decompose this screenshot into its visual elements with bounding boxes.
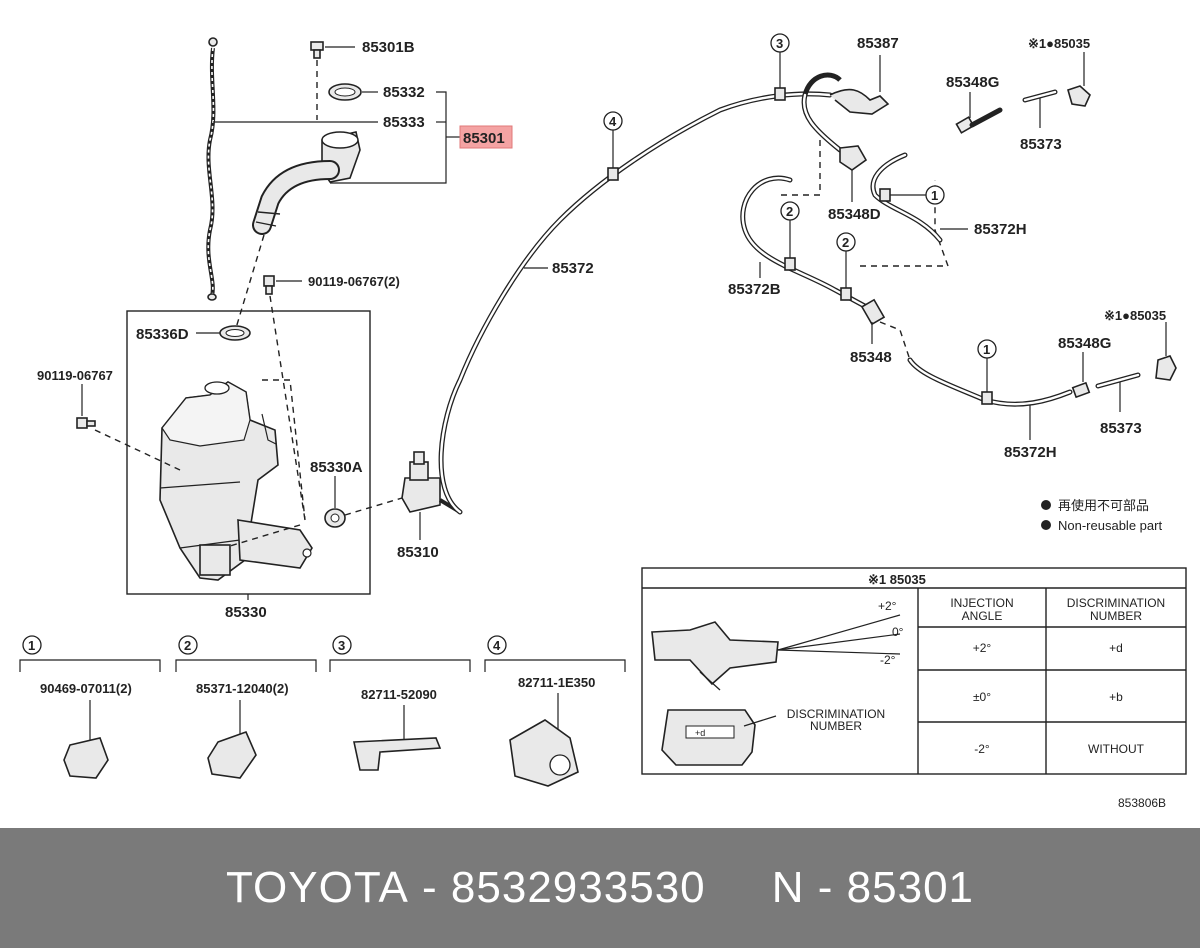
- callout-1-a-text: 1: [931, 188, 938, 203]
- filler-pipe-85301: [252, 131, 361, 235]
- nozzle-85035-mid: [1155, 355, 1177, 381]
- table-title: ※1 85035: [868, 572, 926, 587]
- label-85333: 85333: [383, 114, 425, 131]
- nozzle-85035-top: [1067, 85, 1091, 107]
- clip-2-num: 2: [184, 638, 191, 653]
- clip-1-num: 1: [28, 638, 35, 653]
- joint-85348: [860, 298, 886, 326]
- clip-4-part: 82711-1E350: [518, 675, 595, 690]
- disc-label-l2: NUMBER: [810, 719, 862, 733]
- callout-2-b-text: 2: [842, 235, 849, 250]
- table-row2-num: +b: [1109, 690, 1123, 704]
- footer-part-number: 8532933530: [450, 863, 706, 912]
- bolt-90119-06767-2: [263, 275, 275, 295]
- table-row2-angle: ±0°: [973, 690, 991, 704]
- table-row1-angle: +2°: [973, 641, 992, 655]
- seal-85332: [328, 83, 362, 101]
- footer-sep-2: -: [804, 863, 847, 912]
- legend-dot-en: [1041, 520, 1051, 530]
- label-85336D: 85336D: [136, 326, 189, 343]
- label-90119-06767: 90119-06767: [37, 368, 113, 383]
- table-row3-angle: -2°: [974, 742, 990, 756]
- callout-4-hose-text: 4: [609, 114, 617, 129]
- label-85301B: 85301B: [362, 39, 415, 56]
- cap-85301B: [310, 41, 324, 59]
- label-85372H-mid: 85372H: [1004, 444, 1057, 461]
- tank-85330: [159, 381, 313, 581]
- highlight-85301: [459, 125, 513, 149]
- table-row3-num: WITHOUT: [1088, 742, 1145, 756]
- pump-85310: [401, 451, 462, 514]
- label-85373-top: 85373: [1020, 136, 1062, 153]
- footer-sep-1: -: [408, 863, 451, 912]
- table-col1-l1: INJECTION: [950, 596, 1013, 610]
- legend-en: Non-reusable part: [1058, 518, 1162, 533]
- dipstick: [206, 37, 218, 301]
- valve-85348D: [839, 145, 868, 171]
- callout-3-hose-text: 3: [776, 36, 783, 51]
- injection-table: ※1 85035 INJECTION ANGLE DISCRIMINATION …: [641, 567, 1187, 775]
- label-85372H-top: 85372H: [974, 221, 1027, 238]
- nozzle-85387: [802, 72, 890, 115]
- clip-1-part: 90469-07011(2): [40, 681, 132, 696]
- label-85330: 85330: [225, 604, 267, 621]
- label-85332: 85332: [383, 84, 425, 101]
- clip-3: 3 82711-52090: [329, 635, 471, 771]
- parts-diagram: 85301B 85332 85333 85301 90119-06767(2) …: [19, 33, 1187, 810]
- check-valve-85348G-top: [955, 116, 975, 134]
- bolt-90119-06767: [76, 417, 96, 429]
- grommet-85336D: [219, 325, 251, 341]
- table-col1-l2: ANGLE: [962, 609, 1003, 623]
- angle-top: +2°: [878, 599, 897, 613]
- label-85348G-top: 85348G: [946, 74, 999, 91]
- legend-dot-jp: [1041, 500, 1051, 510]
- table-row1-num: +d: [1109, 641, 1123, 655]
- clip-2-part: 85371-12040(2): [196, 681, 289, 696]
- figure-code: 853806B: [1118, 796, 1166, 810]
- label-85387: 85387: [857, 35, 899, 52]
- label-85348D: 85348D: [828, 206, 881, 223]
- label-85301: 85301: [463, 130, 505, 147]
- clip-4: 4 82711-1E350: [484, 635, 626, 787]
- callout-1-b-text: 1: [983, 342, 990, 357]
- angle-mid: 0°: [892, 625, 904, 639]
- clip-4-num: 4: [493, 638, 501, 653]
- label-85372B: 85372B: [728, 281, 781, 298]
- label-85035-mid: ※1●85035: [1104, 308, 1166, 323]
- legend-jp: 再使用不可部品: [1058, 498, 1149, 513]
- label-85310: 85310: [397, 544, 439, 561]
- clip-3-num: 3: [338, 638, 345, 653]
- angle-bot: -2°: [880, 653, 896, 667]
- clip-1: 1 90469-07011(2): [19, 635, 161, 779]
- chip-text: +d: [695, 728, 705, 738]
- check-valve-85348G-mid: [1071, 381, 1091, 399]
- disc-label-l1: DISCRIMINATION: [787, 707, 885, 721]
- footer-brand: TOYOTA: [225, 863, 409, 912]
- table-col2-l1: DISCRIMINATION: [1067, 596, 1165, 610]
- grommet-85330A: [324, 508, 346, 528]
- clip-3-part: 82711-52090: [361, 687, 437, 702]
- label-90119-06767-2: 90119-06767(2): [308, 274, 400, 289]
- footer-diagram-number: 85301: [846, 863, 975, 912]
- label-85373-mid: 85373: [1100, 420, 1142, 437]
- label-85330A: 85330A: [310, 459, 363, 476]
- label-85372: 85372: [552, 260, 594, 277]
- footer-banner: TOYOTA - 8532933530 N - 85301: [0, 828, 1200, 948]
- footer-n-prefix: N: [771, 863, 805, 912]
- table-col2-l2: NUMBER: [1090, 609, 1142, 623]
- callout-2-a-text: 2: [786, 204, 793, 219]
- label-85035-top: ※1●85035: [1028, 36, 1090, 51]
- footer-gap: [706, 863, 772, 913]
- label-85348: 85348: [850, 349, 892, 366]
- label-85348G-mid: 85348G: [1058, 335, 1111, 352]
- clip-2: 2 85371-12040(2): [175, 635, 317, 779]
